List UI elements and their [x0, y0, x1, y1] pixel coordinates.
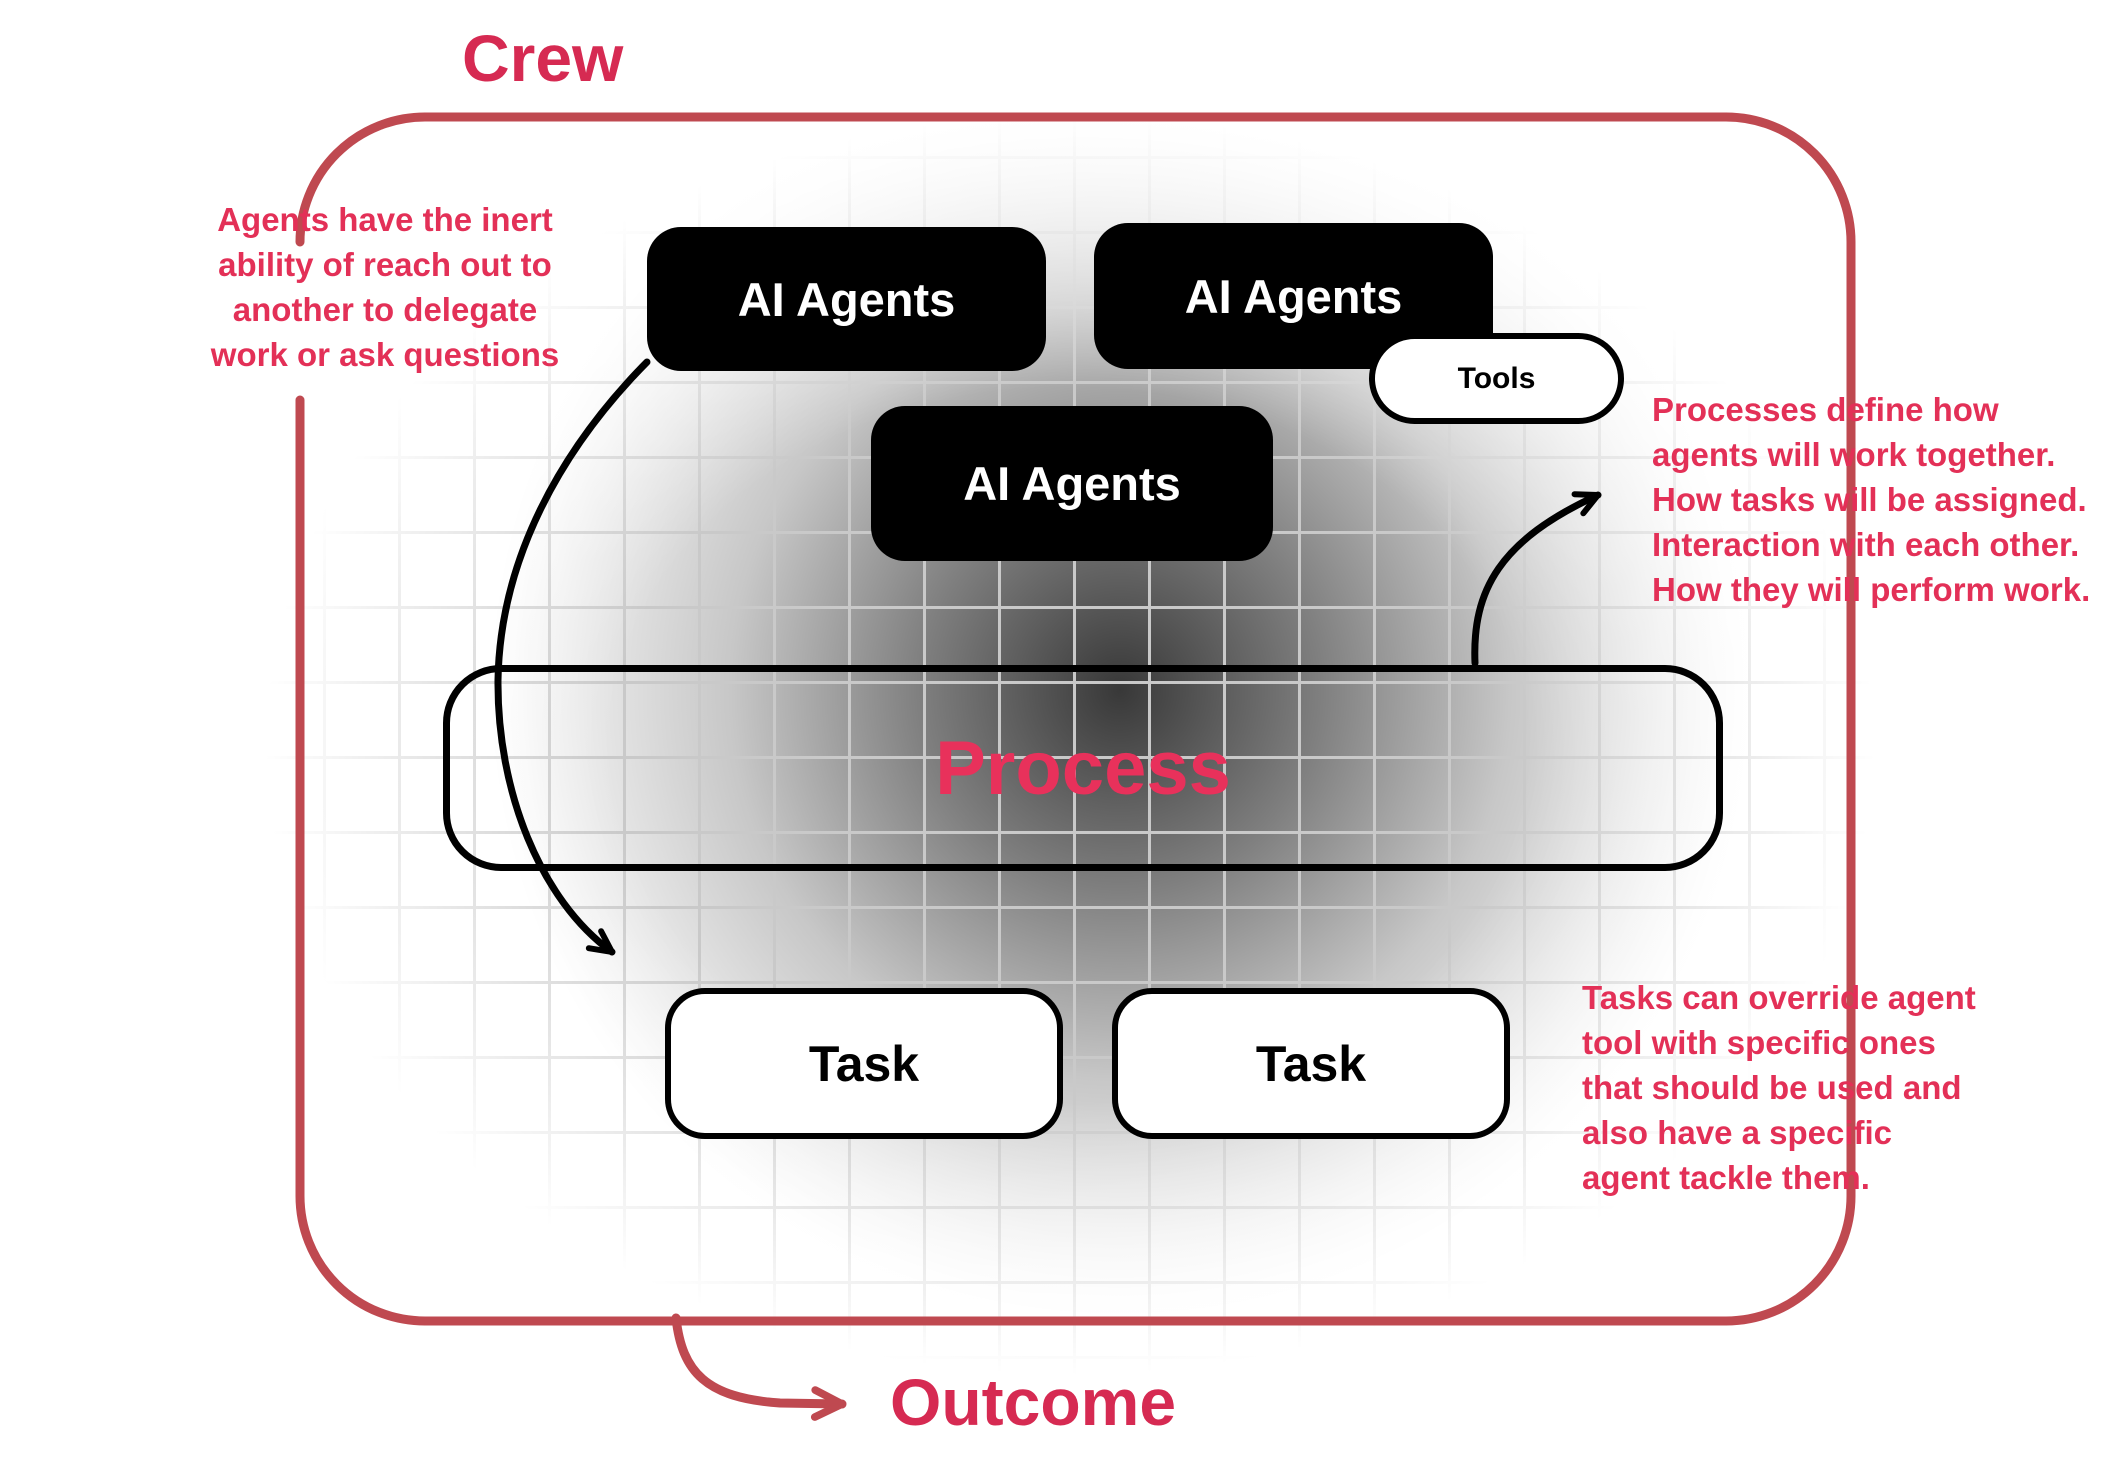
annotation-agents-delegate: Agents have the inert ability of reach o…	[210, 201, 560, 373]
tools-label: Tools	[1457, 361, 1536, 395]
process-label: Process	[935, 725, 1231, 811]
task-box-2: Task	[1112, 988, 1510, 1139]
ai-agents-box-2: AI Agents	[1094, 223, 1493, 369]
task-label-1: Task	[808, 1035, 920, 1092]
ai-agents-label-1: AI Agents	[737, 272, 956, 326]
annotation-task-override: Tasks can override agent tool with speci…	[1582, 979, 1976, 1196]
task-box-1: Task	[665, 988, 1063, 1139]
crew-boundary	[295, 112, 1856, 1326]
crew-title: Crew	[462, 21, 624, 95]
annotation-process-definition: Processes define how agents will work to…	[1652, 391, 2091, 608]
tools-box: Tools	[1369, 333, 1624, 424]
process-note-arrow	[1471, 491, 1602, 667]
ai-agents-box-3: AI Agents	[871, 406, 1273, 561]
ai-agents-box-1: AI Agents	[647, 227, 1046, 371]
ai-agents-label-2: AI Agents	[1184, 269, 1403, 323]
task-label-2: Task	[1255, 1035, 1367, 1092]
ai-agents-label-3: AI Agents	[963, 457, 1181, 510]
outcome-label: Outcome	[890, 1365, 1177, 1439]
process-box: Process	[443, 665, 1723, 871]
outcome-arrow	[671, 1313, 847, 1421]
